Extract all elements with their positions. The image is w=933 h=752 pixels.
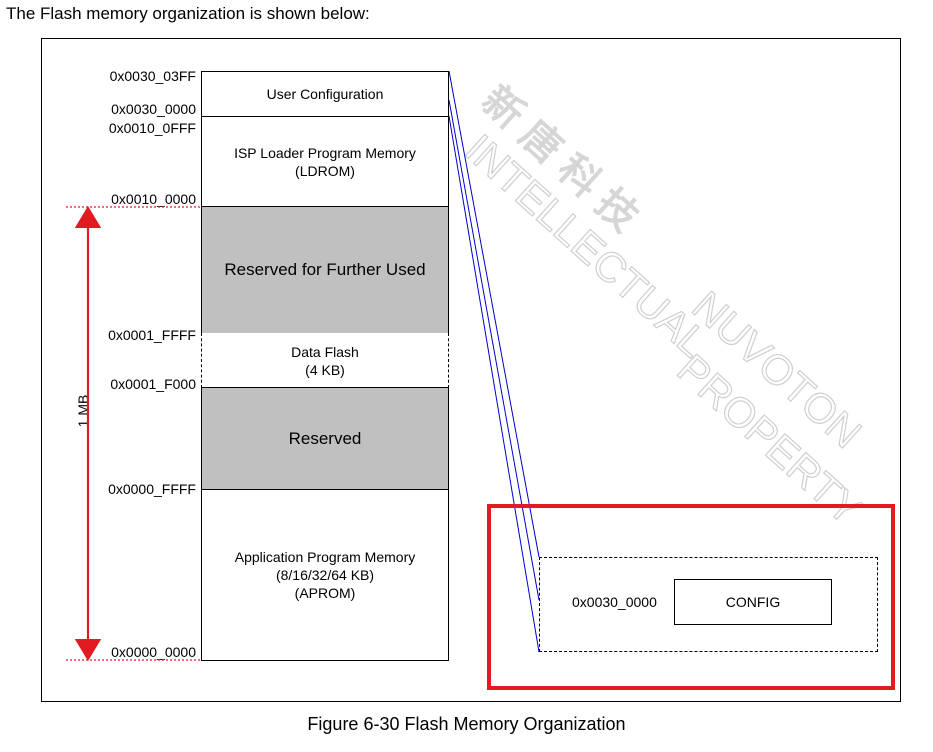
- address-label: 0x0001_F000: [110, 376, 196, 392]
- figure-caption: Figure 6-30 Flash Memory Organization: [307, 714, 626, 734]
- block-line: Reserved for Further Used: [224, 260, 426, 279]
- block-line: Data Flash: [291, 343, 359, 360]
- block-line: User Configuration: [266, 86, 384, 102]
- config-address: 0x0030_0000: [572, 594, 657, 610]
- zoom-line: [448, 99, 540, 601]
- address-label: 0x0000_FFFF: [108, 481, 196, 497]
- block-reserved-for-further-used: Reserved for Further Used: [201, 206, 449, 334]
- block-line: Application Program Memory: [234, 549, 416, 565]
- address-label: 0x0010_0000: [111, 191, 196, 207]
- intro-text: The Flash memory organization is shown b…: [6, 4, 370, 23]
- address-label: 0x0030_0000: [111, 101, 196, 117]
- block-line: ISP Loader Program Memory: [234, 144, 416, 161]
- diagram-frame: [41, 38, 901, 702]
- config-label: CONFIG: [725, 594, 781, 610]
- zoom-line: [448, 115, 540, 653]
- block-line: (4 KB): [305, 361, 345, 378]
- address-label: 0x0030_03FF: [109, 68, 196, 84]
- block-line: Reserved: [288, 428, 362, 448]
- address-label: 0x0010_0FFF: [108, 120, 196, 136]
- config-box: CONFIG: [674, 579, 832, 625]
- block-line: (8/16/32/64 KB): [275, 567, 375, 583]
- block-aprom: Application Program Memory (8/16/32/64 K…: [201, 489, 449, 661]
- block-line: (LDROM): [295, 162, 355, 179]
- address-label: 0x0000_0000: [111, 644, 196, 660]
- config-zone: [539, 557, 878, 652]
- block-data-flash: Data Flash (4 KB): [201, 333, 449, 388]
- block-user-configuration: User Configuration: [201, 71, 449, 117]
- block-ldrom: ISP Loader Program Memory (LDROM): [201, 116, 449, 207]
- address-label: 0x0001_FFFF: [108, 327, 196, 343]
- highlight-box: [487, 504, 895, 690]
- zoom-line: [448, 70, 540, 558]
- block-line: (APROM): [294, 585, 356, 601]
